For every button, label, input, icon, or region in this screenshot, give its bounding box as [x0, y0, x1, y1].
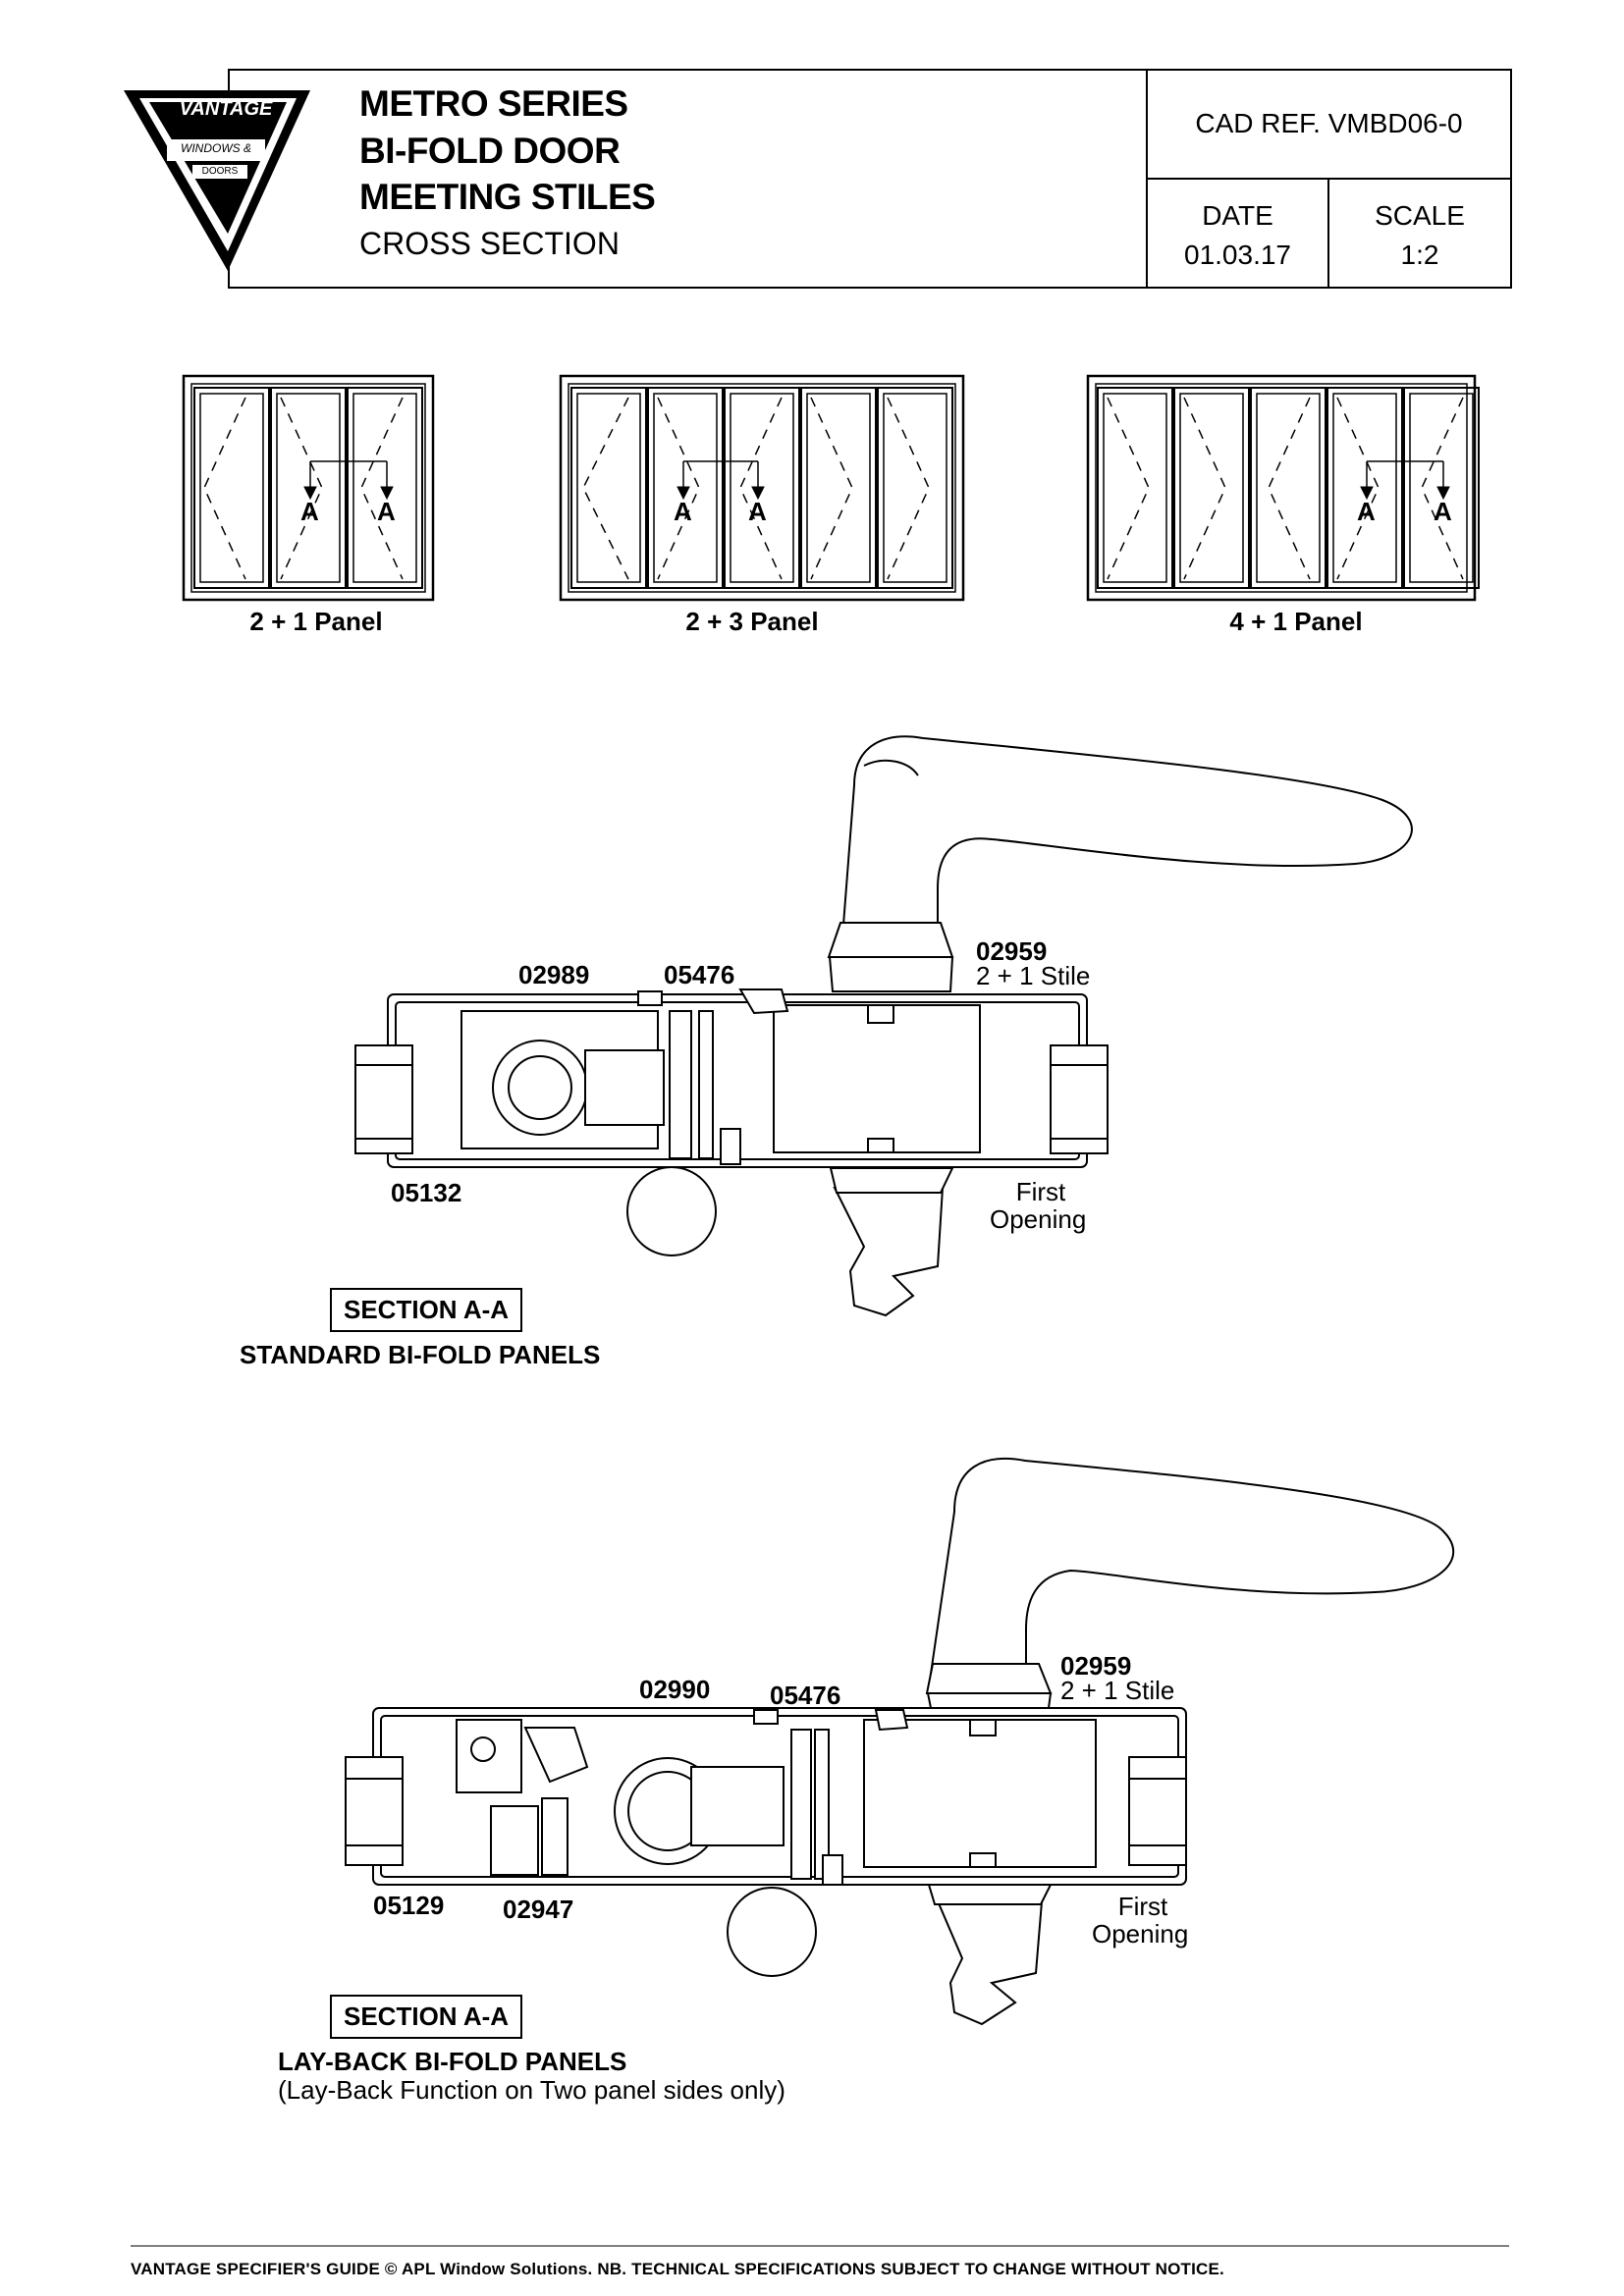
lb-first-opening-2: Opening — [1092, 1919, 1189, 1949]
std-first-opening-1: First — [1015, 1177, 1066, 1206]
lb-part-05476: 05476 — [770, 1681, 841, 1710]
std-part-05476: 05476 — [664, 960, 735, 989]
cad-ref: CAD REF. VMBD06-0 — [1195, 108, 1463, 138]
marker-a-2b: A — [748, 497, 767, 526]
std-part-05132: 05132 — [391, 1178, 462, 1207]
panel-config-2-3 — [559, 374, 965, 602]
title-subtitle: CROSS SECTION — [359, 226, 620, 261]
marker-a-1a: A — [300, 497, 319, 526]
section-standard-drawing — [354, 735, 1413, 1317]
marker-a-1b: A — [377, 497, 396, 526]
lb-section-label: SECTION A-A — [330, 1995, 523, 2039]
vantage-logo — [124, 90, 310, 271]
marker-a-3b: A — [1434, 497, 1452, 526]
lb-caption: LAY-BACK BI-FOLD PANELS — [278, 2047, 627, 2076]
logo-sub-2: DOORS — [201, 166, 239, 177]
footer-text: VANTAGE SPECIFIER'S GUIDE © APL Window S… — [131, 2260, 1224, 2278]
lb-part-02959-note: 2 + 1 Stile — [1060, 1676, 1175, 1705]
panel-config-2-1 — [182, 374, 435, 602]
date-value: 01.03.17 — [1184, 240, 1291, 270]
marker-a-2a: A — [674, 497, 692, 526]
std-part-02959: 02959 — [976, 936, 1048, 966]
lb-part-02990: 02990 — [639, 1675, 711, 1704]
std-section-label: SECTION A-A — [330, 1288, 523, 1332]
lb-part-02959: 02959 — [1060, 1651, 1132, 1681]
scale-label: SCALE — [1375, 200, 1465, 231]
panel-label-2-3: 2 + 3 Panel — [685, 607, 819, 636]
scale-value: 1:2 — [1400, 240, 1439, 270]
title-line-2: BI-FOLD DOOR — [359, 131, 621, 171]
lb-first-opening-1: First — [1117, 1892, 1168, 1921]
panel-label-4-1: 4 + 1 Panel — [1229, 607, 1363, 636]
std-first-opening-2: Opening — [990, 1204, 1087, 1234]
logo-brand: VANTAGE — [179, 98, 273, 120]
marker-a-3a: A — [1357, 497, 1376, 526]
title-line-3: MEETING STILES — [359, 177, 656, 217]
logo-sub-1: WINDOWS & — [181, 141, 251, 155]
section-layback-drawing — [345, 1457, 1455, 2026]
panel-label-2-1: 2 + 1 Panel — [249, 607, 383, 636]
std-caption: STANDARD BI-FOLD PANELS — [240, 1340, 601, 1369]
std-part-02989: 02989 — [518, 960, 590, 989]
title-line-1: METRO SERIES — [359, 83, 628, 124]
lb-part-02947: 02947 — [503, 1895, 574, 1924]
panel-config-4-1 — [1086, 374, 1480, 602]
lb-caption-note: (Lay-Back Function on Two panel sides on… — [278, 2075, 785, 2105]
date-label: DATE — [1202, 200, 1273, 231]
lb-part-05129: 05129 — [373, 1891, 445, 1920]
std-part-02959-note: 2 + 1 Stile — [976, 961, 1091, 990]
